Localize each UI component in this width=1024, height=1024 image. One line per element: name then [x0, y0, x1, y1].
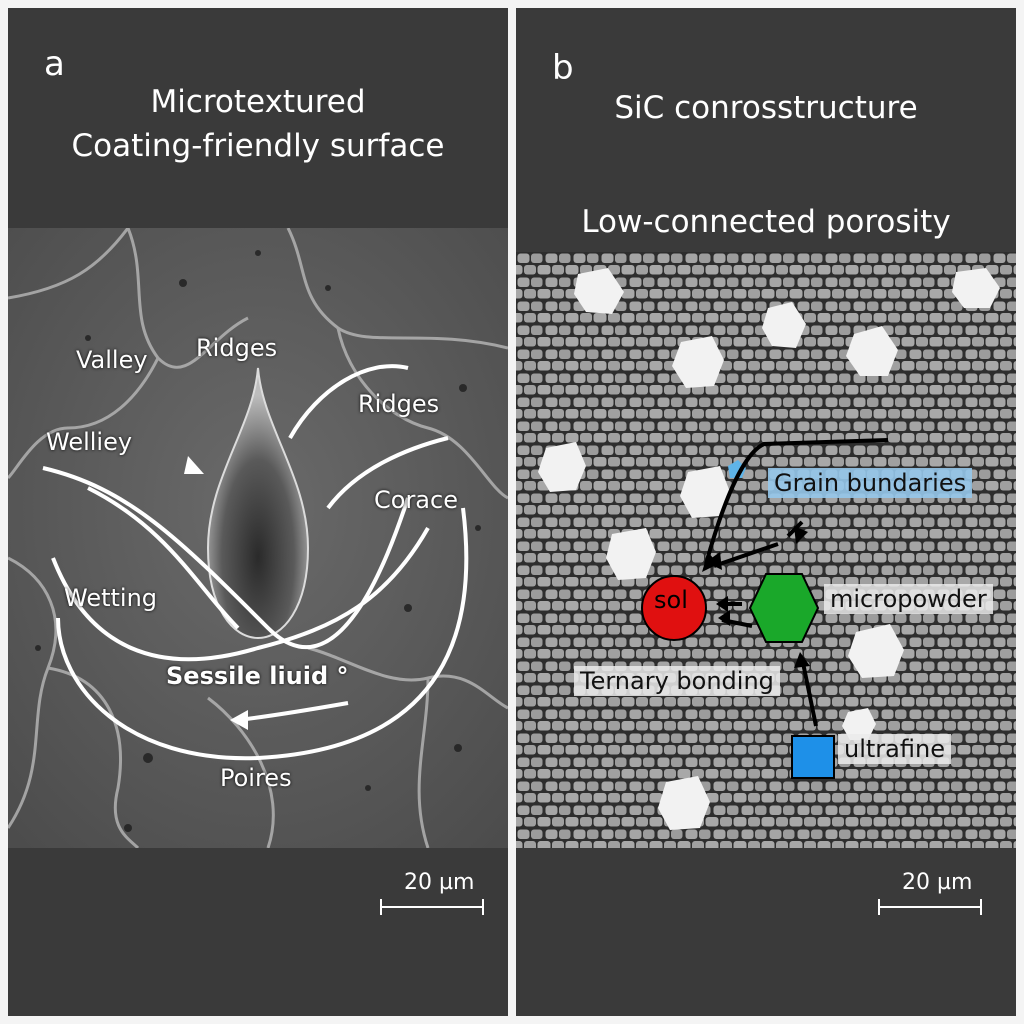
arrowheads: [702, 526, 810, 668]
label-poires: Poires: [220, 764, 292, 792]
label-micropowder: micropowder: [824, 584, 993, 614]
sem-image-surface: [8, 228, 508, 848]
scale-label-b: 20 µm: [902, 870, 973, 895]
micropowder-hexagon: [748, 573, 820, 643]
label-wetting: Wetting: [64, 584, 158, 612]
label-ternary-bonding: Ternary bonding: [574, 666, 780, 696]
ultrafine-square: [791, 735, 835, 779]
scale-bar-b: [878, 899, 982, 915]
label-sessile-liquid: Sessile liuid °: [166, 662, 349, 690]
label-ridges-top: Ridges: [196, 334, 278, 362]
label-ridges-right: Ridges: [358, 390, 440, 418]
scale-label-a: 20 µm: [404, 870, 475, 895]
label-ultrafine: ultrafine: [838, 734, 951, 764]
annotation-arrowheads: [184, 456, 248, 730]
label-valley: Valley: [76, 346, 148, 374]
panel-b: b SiC conrosstructure Low-connected poro…: [516, 8, 1016, 1016]
label-grain-boundaries: Grain bundaries: [768, 468, 973, 498]
label-corace: Corace: [374, 486, 458, 514]
label-sol: sol: [654, 586, 688, 614]
sol-circle: [641, 575, 707, 641]
scale-bar-a: [380, 899, 484, 915]
pores: [35, 250, 481, 832]
grain-boundaries: [8, 228, 508, 848]
porosity-voids: [538, 268, 1000, 830]
sessile-droplet: [206, 367, 310, 640]
panel-a-title-line1: Microtextured: [150, 84, 366, 120]
sem-image-microstructure: [516, 252, 1016, 848]
panel-a: a Microtextured Coating-friendly surface: [8, 8, 508, 1016]
panel-a-title-line2: Coating-friendly surface: [71, 128, 445, 164]
panel-b-title: SiC conrosstructure: [614, 90, 918, 126]
annotation-curves: [42, 364, 469, 761]
surface-micrograph: [8, 228, 508, 848]
label-welliey: Welliey: [46, 428, 133, 456]
panel-a-letter: a: [44, 44, 65, 84]
panel-b-letter: b: [552, 48, 574, 88]
highlighted-grain: [728, 460, 746, 478]
grain-micrograph: [516, 252, 1016, 848]
panel-b-subtitle: Low-connected porosity: [581, 204, 951, 240]
